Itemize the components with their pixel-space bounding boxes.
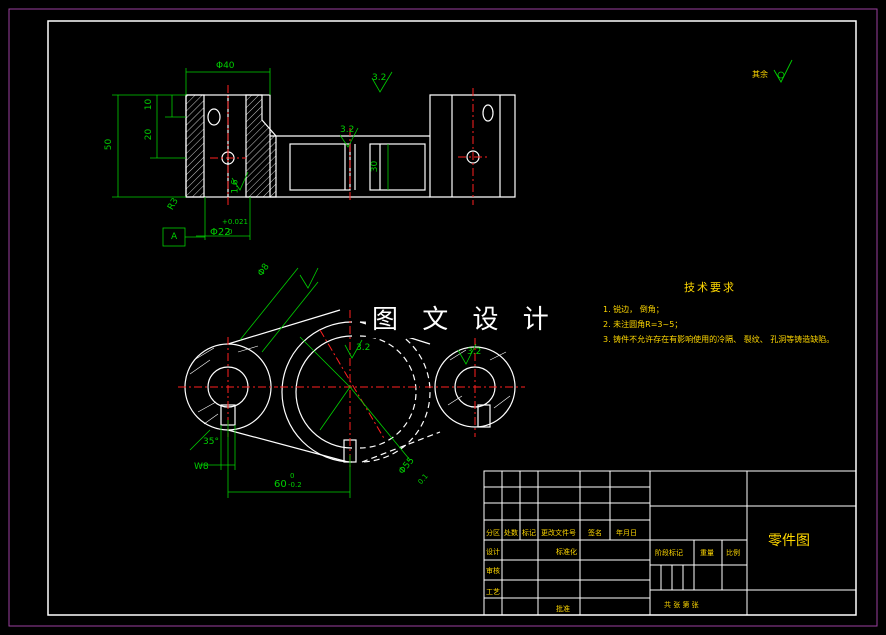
tb-row-design: 设计 [486,548,500,556]
front-centerlines [210,85,488,205]
tb-row-review: 审核 [486,567,500,575]
dim-bore-tol-lower: 0 [228,228,233,236]
dim-mid-height: 30 [370,160,381,173]
plan-dimensions [189,267,477,498]
tb-header-date: 年月日 [616,529,637,537]
inner-border [47,20,857,616]
dim-height-10: 10 [144,98,155,111]
title-block-grid [483,470,857,616]
tb-sheets: 共 张 第 张 [664,601,699,609]
roughness-label-1: 3.2 [372,73,387,83]
tb-row-approve: 批准 [556,605,570,613]
plan-hatch [189,345,511,425]
dim-angle: 35° [203,437,219,447]
tb-header-count: 处数 [504,529,518,537]
dim-top-diameter: Φ40 [216,61,235,71]
tech-req-item-3: 3. 铸件不允许存在有影响使用的冷隔、 裂纹、 孔洞等铸造缺陷。 [603,335,835,344]
tb-header-mark: 标记 [522,529,536,537]
tb-header-sign: 签名 [588,529,602,537]
tb-header-change-doc: 更改文件号 [541,529,576,537]
tech-req-item-1: 1. 锐边， 倒角； [603,305,664,314]
tb-stage-mark: 阶段标记 [655,549,683,557]
roughness-plan-1: 3.2 [356,343,371,353]
watermark-text: 图 文 设 计 [366,302,563,338]
roughness-note: 其余 [752,70,768,79]
tb-scale: 比例 [726,549,740,557]
outer-frame [8,8,878,627]
roughness-symbol [773,59,793,83]
tb-weight: 重量 [700,549,714,557]
front-dimensions [112,68,393,247]
dim-slot-width: W8 [194,462,209,472]
tech-req-item-2: 2. 未注圆角R=3~5； [603,320,683,329]
tb-part-name: 零件图 [768,533,810,549]
dim-center-tol-lower: -0.2 [288,481,302,489]
tb-row-process: 工艺 [486,588,500,596]
dim-bore: Φ22 [210,227,231,238]
tech-req-title: 技术要求 [684,281,736,294]
dim-bore-tol-upper: +0.021 [222,218,248,226]
datum-label: A [171,232,178,242]
roughness-plan-2: 3.2 [467,347,482,357]
roughness-label-2: 3.2 [340,125,355,135]
tb-header-zone: 分区 [486,529,500,537]
dim-center-tol-upper: 0 [290,472,295,480]
roughness-label-3: 1.6 [230,179,241,194]
dim-height-20: 20 [144,128,155,141]
dim-center-distance: 60 [274,479,287,490]
roughness-circle [777,71,785,79]
tb-row-standard: 标准化 [556,548,577,556]
dim-height-total: 50 [104,138,115,151]
